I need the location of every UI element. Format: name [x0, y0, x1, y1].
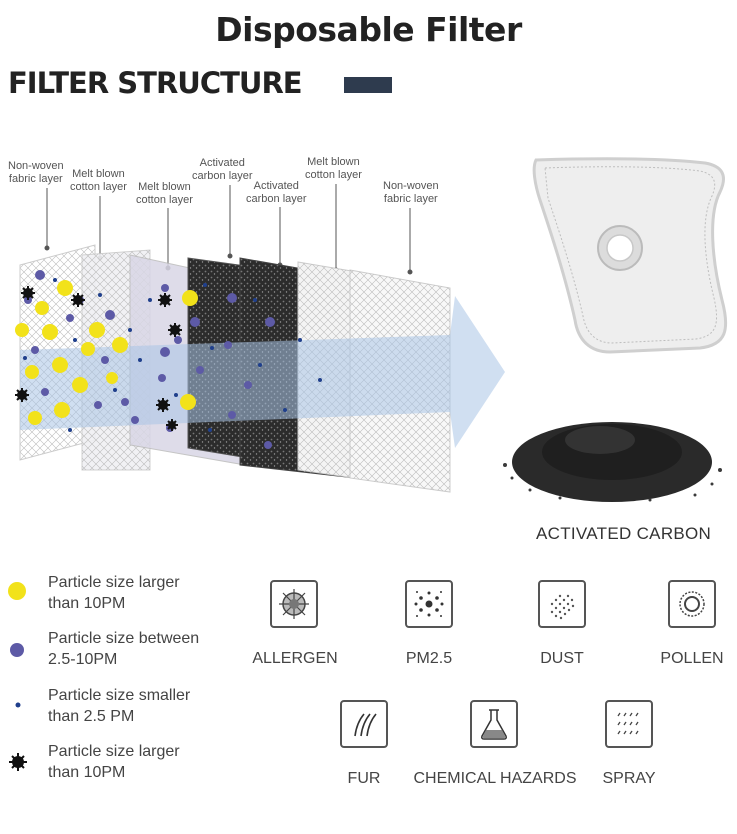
spray-icon	[605, 700, 653, 748]
pollen-label: POLLEN	[660, 650, 724, 667]
pm25-label: PM2.5	[405, 650, 453, 667]
activated-carbon-pile	[503, 422, 722, 502]
chemical-flask-icon	[470, 700, 518, 748]
heading-accent-bar	[344, 77, 392, 93]
spiky-particles	[15, 286, 182, 431]
fur-label: FUR	[347, 770, 381, 787]
pm25-icon	[405, 580, 453, 628]
legend-markers	[8, 582, 27, 771]
yellow-particles	[15, 280, 198, 425]
filter-layers-diagram	[15, 157, 728, 502]
spray-label: SPRAY	[602, 770, 656, 787]
section-heading: FILTER STRUCTURE	[8, 66, 303, 100]
small-blue-particles	[23, 278, 322, 432]
blue-dot-icon	[15, 702, 21, 708]
allergen-label: ALLERGEN	[252, 650, 338, 667]
chemical-hazards-label: CHEMICAL HAZARDS	[413, 770, 577, 787]
page-title: Disposable Filter	[215, 10, 522, 49]
dust-label: DUST	[540, 650, 584, 667]
filter-pad-image	[532, 157, 728, 354]
spiky-particle-icon	[9, 753, 27, 771]
purple-dot-icon	[10, 643, 24, 657]
activated-carbon-label: ACTIVATED CARBON	[536, 524, 712, 543]
airflow-arrow	[20, 296, 505, 448]
fur-icon	[340, 700, 388, 748]
allergen-icon	[270, 580, 318, 628]
dust-icon	[538, 580, 586, 628]
yellow-dot-icon	[8, 582, 26, 600]
pollen-icon	[668, 580, 716, 628]
